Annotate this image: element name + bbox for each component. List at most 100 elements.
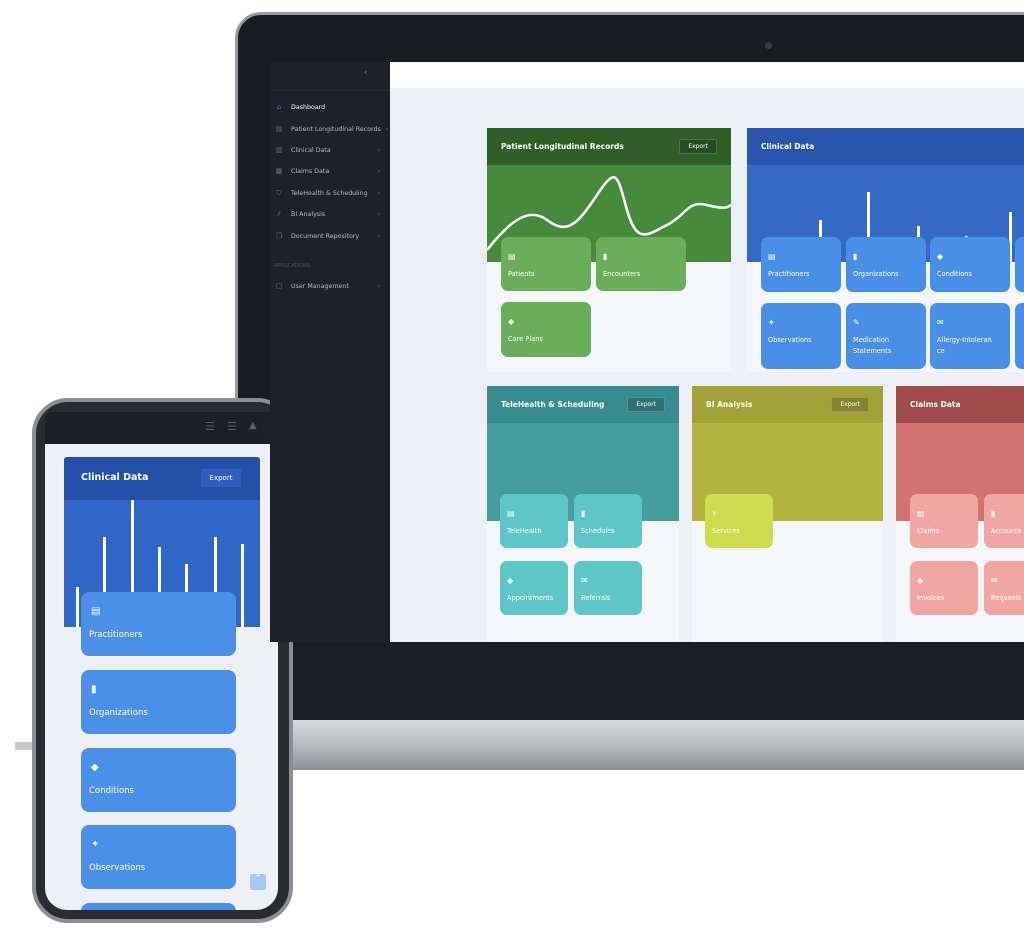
- tile-partial[interactable]: [1015, 237, 1024, 292]
- chevron-right-icon: ›: [377, 232, 380, 240]
- sidebar-item-clinical-data[interactable]: ▥Clinical Data›: [270, 142, 390, 158]
- card-title: Patient Longitudinal Records: [501, 142, 624, 151]
- tile-referrals[interactable]: ✉Referrals: [574, 561, 642, 615]
- tile-label: Requests: [991, 594, 1022, 602]
- chart-bar: [214, 537, 217, 627]
- building-icon: ▮: [853, 252, 858, 261]
- card-patient-records: Patient Longitudinal Records Export ▤Pat…: [487, 128, 731, 372]
- menu-icon[interactable]: ☰: [205, 420, 215, 433]
- chevron-right-icon: ›: [377, 210, 380, 218]
- tile-claims[interactable]: ▤ Claims: [910, 494, 978, 548]
- tile-label: Schedules: [581, 527, 615, 535]
- tile-observations[interactable]: ✦Observations: [81, 825, 236, 889]
- tile-label: Accounts: [991, 527, 1022, 535]
- label: User Management: [291, 282, 349, 290]
- building-icon: ▮: [991, 509, 996, 518]
- chart-bar: [103, 537, 106, 627]
- tile-label: Patients: [508, 270, 535, 278]
- tile-organizations[interactable]: ▮ Organizations: [81, 670, 236, 734]
- card-title: Clinical Data: [761, 142, 815, 151]
- tile-label: Encounters: [603, 270, 641, 278]
- top-bar: [390, 62, 1024, 88]
- tile-allergy-intolerance[interactable]: ✉Allergy-Intolerance: [930, 303, 1010, 369]
- envelope-icon: ✉: [991, 576, 998, 585]
- label: Clinical Data: [291, 146, 331, 154]
- label: Dashboard: [291, 103, 326, 111]
- card-title: TeleHealth & Scheduling: [501, 400, 605, 409]
- tile-patients[interactable]: ▤Patients: [501, 237, 591, 291]
- tile-schedules[interactable]: ▮Schedules: [574, 494, 642, 548]
- tile-care-plans[interactable]: ◆Care Plans: [501, 302, 591, 357]
- tile-label: Organizations: [89, 708, 148, 718]
- sidebar-item-patient-records[interactable]: ▤Patient Longitudinal Records›: [270, 121, 390, 137]
- envelope-icon: ✉: [937, 318, 944, 327]
- label: Claims Data: [291, 167, 330, 175]
- tile-telehealth[interactable]: ▤TeleHealth: [500, 494, 568, 548]
- sidebar-item-document-repository[interactable]: ❐Document Repository›: [270, 228, 390, 244]
- tile-encounters[interactable]: ▮Encounters: [596, 237, 686, 291]
- phone-top-bar: ☰ ☰ ▲: [45, 412, 278, 444]
- diamond-icon: ◆: [507, 576, 514, 585]
- card-title: BI Analysis: [706, 400, 753, 409]
- tile-label: Observations: [768, 336, 812, 344]
- tile-appointments[interactable]: ◆Appointments: [500, 561, 568, 615]
- tile-label: Services: [712, 527, 740, 535]
- sidebar-item-claims-data[interactable]: ▦Claims Data›: [270, 163, 390, 179]
- export-button[interactable]: Export: [831, 397, 869, 412]
- sidebar-item-telehealth[interactable]: ⛉TeleHealth & Scheduling›: [270, 185, 390, 201]
- tile-observations[interactable]: ✦Observations: [761, 303, 841, 369]
- export-button[interactable]: Export: [679, 139, 717, 154]
- clipboard-icon: ▤: [768, 252, 776, 261]
- tile-label: Claims: [917, 527, 940, 535]
- tile-label: Care Plans: [508, 335, 543, 343]
- sidebar-item-user-management[interactable]: ▢User Management›: [270, 278, 390, 294]
- tile-conditions[interactable]: ◆Conditions: [930, 237, 1010, 292]
- tile-accounts[interactable]: ▮ Accounts: [984, 494, 1024, 548]
- chevron-right-icon: ›: [377, 282, 380, 290]
- tile-practitioners[interactable]: ▤Practitioners: [761, 237, 841, 292]
- tile-medication-statements[interactable]: ✎Medication Statements: [846, 303, 926, 369]
- clipboard-icon: ▤: [917, 509, 925, 518]
- tile-organizations[interactable]: ▮Organizations: [846, 237, 926, 292]
- tile-partial[interactable]: [1015, 303, 1024, 369]
- tile-invoices[interactable]: ◆Invoices: [910, 561, 978, 615]
- tile-label: Conditions: [937, 270, 972, 278]
- collapse-icon[interactable]: ‹: [364, 68, 368, 78]
- laptop-base: [238, 720, 1024, 770]
- clipboard-icon: ▤: [507, 509, 515, 518]
- card-title: Clinical Data: [81, 472, 149, 483]
- camera: [765, 42, 772, 49]
- export-button[interactable]: Export: [201, 469, 241, 487]
- services-icon: ⚕: [712, 509, 717, 518]
- tile-label: Referrals: [581, 594, 611, 602]
- claims-icon: ▦: [275, 167, 283, 175]
- sidebar-item-bi-analysis[interactable]: ⫽BI Analysis›: [270, 206, 390, 222]
- tile-conditions[interactable]: ◆Conditions: [81, 748, 236, 812]
- phone-screen: ☰ ☰ ▲ Clinical Data Export ▤Practitioner…: [45, 412, 278, 910]
- tile-partial[interactable]: [81, 903, 236, 910]
- home-icon: ⌂: [276, 103, 282, 111]
- chevron-right-icon: ›: [385, 125, 388, 133]
- chart-bar: [241, 544, 244, 627]
- clipboard-icon: ▤: [91, 606, 101, 617]
- tile-practitioners[interactable]: ▤Practitioners: [81, 592, 236, 656]
- section-label: APPLICATIONS: [274, 263, 310, 269]
- scroll-top-button[interactable]: ⌃: [250, 874, 266, 890]
- tile-label: Conditions: [89, 786, 134, 796]
- user-icon[interactable]: ▲: [249, 420, 257, 431]
- card-header: Claims Data: [896, 386, 1024, 423]
- list-icon[interactable]: ☰: [227, 420, 237, 433]
- card-claims-data: Claims Data ▤Claims ▮Accounts ◆Invoices …: [896, 386, 1024, 642]
- documents-icon: ❐: [275, 232, 283, 240]
- chart-bar: [131, 500, 134, 627]
- tile-requests[interactable]: ✉ Requests: [984, 561, 1024, 615]
- edit-icon: ✎: [853, 318, 860, 327]
- label: BI Analysis: [291, 210, 326, 218]
- tile-services[interactable]: ⚕ Services: [705, 494, 773, 548]
- building-icon: ▮: [91, 684, 97, 695]
- export-button[interactable]: Export: [627, 397, 665, 412]
- card-header: Patient Longitudinal Records: [487, 128, 731, 165]
- card-header: Clinical Data: [747, 128, 1024, 165]
- card-header: TeleHealth & Scheduling: [487, 386, 679, 423]
- sidebar-item-dashboard[interactable]: ⌂ Dashboard: [270, 99, 390, 115]
